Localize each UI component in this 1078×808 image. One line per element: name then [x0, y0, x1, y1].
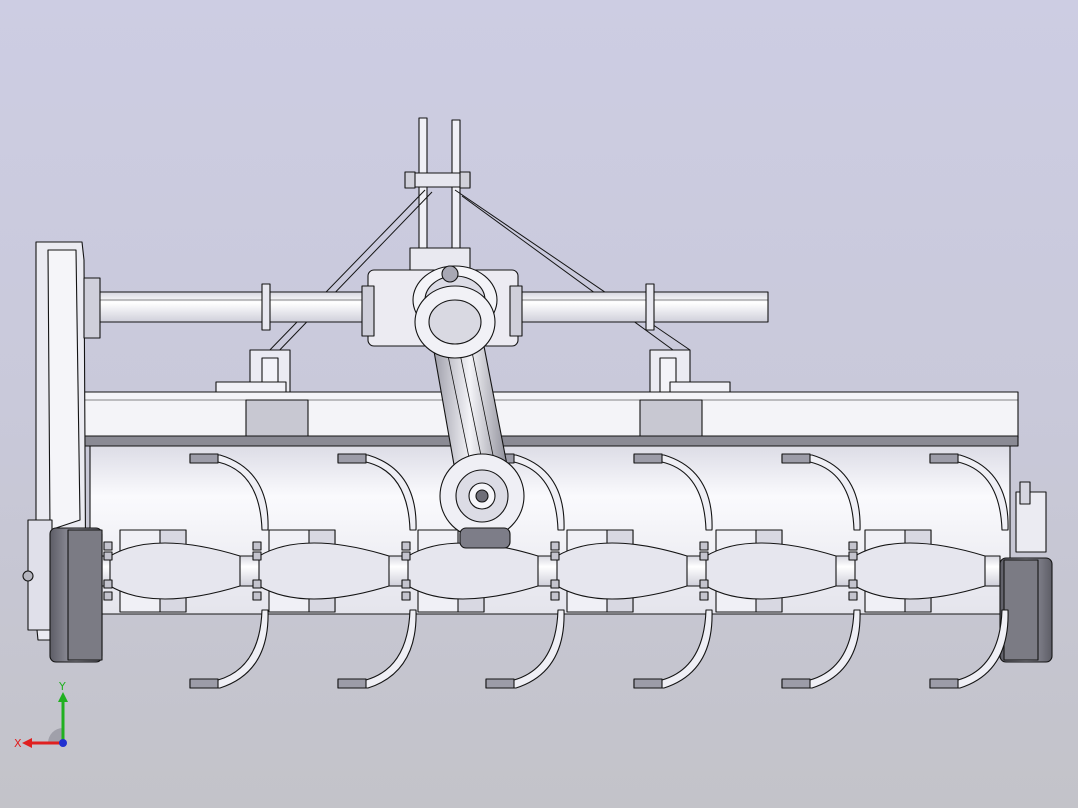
curved-blade-4 — [633, 453, 713, 689]
flange-bolt — [848, 541, 858, 551]
flange-bolt — [252, 591, 262, 601]
x-axis-label: X — [14, 737, 22, 750]
flange-bolt — [848, 551, 858, 561]
flange-bolt — [699, 591, 709, 601]
breather-cap — [441, 265, 459, 283]
flange-bolt — [550, 551, 560, 561]
pto-guard-cone — [459, 527, 511, 549]
z-axis-dot — [59, 739, 67, 747]
flange-bolt — [401, 551, 411, 561]
tube-collar-left — [261, 283, 271, 331]
flange-bolt — [699, 551, 709, 561]
flange-bolt — [103, 579, 113, 589]
flange-bolt — [848, 591, 858, 601]
curved-blade-6 — [929, 453, 1009, 689]
flange-bolt — [103, 551, 113, 561]
flange-bolt — [401, 591, 411, 601]
hitch-bolt-left — [404, 171, 416, 189]
drive-flange-top — [83, 277, 101, 339]
housing-top — [83, 391, 1019, 447]
housing-pocket-left — [245, 399, 309, 437]
pto-spline — [475, 489, 489, 503]
curved-blade-5 — [781, 453, 861, 689]
flange-bolt — [252, 541, 262, 551]
tine-flange-5 — [699, 529, 837, 613]
flange-bolt — [699, 579, 709, 589]
flange-bolt — [848, 579, 858, 589]
flange-bolt — [550, 579, 560, 589]
hitch-bolt-right — [459, 171, 471, 189]
flange-bolt — [252, 579, 262, 589]
tine-flanges — [103, 529, 986, 613]
tine-flange-6 — [848, 529, 986, 613]
x-axis-head — [22, 738, 32, 748]
y-axis-label: Y — [58, 680, 66, 693]
pto-shaft — [414, 285, 525, 549]
housing-pocket-right — [639, 399, 703, 437]
flange-bolt — [401, 579, 411, 589]
flange-bolt — [252, 551, 262, 561]
skid-left — [49, 527, 103, 663]
flange-bolt — [401, 541, 411, 551]
tine-flange-2 — [252, 529, 390, 613]
flange-bolt — [699, 541, 709, 551]
triad-quadrant — [48, 728, 63, 743]
curved-blades — [189, 453, 1009, 689]
tube-collar-right — [645, 283, 655, 331]
skid-right — [999, 481, 1053, 663]
tine-flange-1 — [103, 529, 241, 613]
flange-bolt — [103, 591, 113, 601]
flange-bolt — [550, 541, 560, 551]
drive-bolt — [22, 570, 34, 582]
right-bracket — [1015, 491, 1047, 553]
curved-blade-2 — [337, 453, 417, 689]
flange-bolt — [550, 591, 560, 601]
tine-flange-4 — [550, 529, 688, 613]
flange-bolt — [103, 541, 113, 551]
gearbox-flange-right — [509, 285, 523, 337]
curved-blade-1 — [189, 453, 269, 689]
gearbox-flange-left — [361, 285, 375, 337]
axis-triad: Y X — [14, 680, 68, 750]
y-axis-head — [58, 692, 68, 702]
